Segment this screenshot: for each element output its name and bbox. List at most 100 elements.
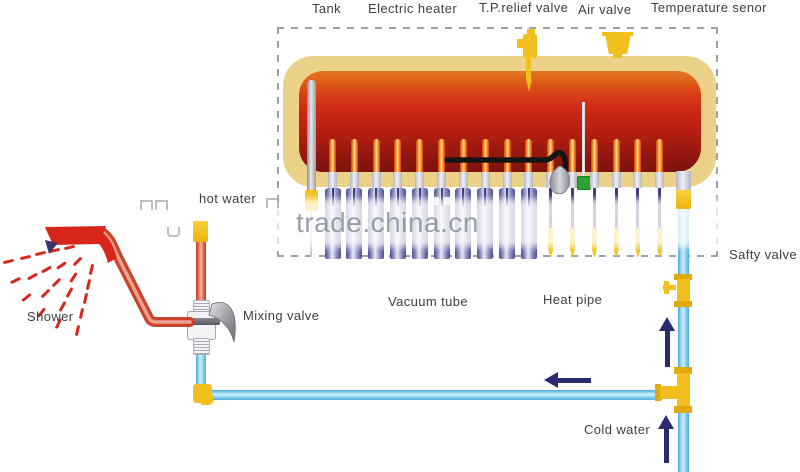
tube-collar <box>393 172 403 188</box>
heat-pipe-condenser <box>394 139 402 173</box>
flow-arrow-up-1 <box>659 317 675 367</box>
heat-pipe-condenser <box>459 139 467 173</box>
spray-drop <box>85 278 92 291</box>
watermark-artifact <box>266 198 279 208</box>
label-tp-relief-valve: T.P.relief valve <box>479 0 569 15</box>
collector-box-border-bottom <box>277 255 718 257</box>
tee-body <box>677 373 690 407</box>
spray-drop <box>55 261 67 271</box>
label-cold-water: Cold water <box>584 422 651 437</box>
flow-arrow-left <box>544 372 591 388</box>
heat-pipe-tip <box>657 228 663 258</box>
spray-drop <box>65 287 74 299</box>
heat-pipe-condenser <box>438 139 446 173</box>
tube-collar <box>655 172 665 188</box>
tube-collar <box>480 172 490 188</box>
label-hot-water: hot water <box>199 191 257 206</box>
tube-collar <box>328 172 337 188</box>
heat-pipe-tip <box>548 228 554 258</box>
collector-box-border-right <box>716 27 718 256</box>
tank-inlet-fitting <box>676 190 691 209</box>
temperature-sensor-bulb <box>577 176 591 190</box>
tee-branch-body <box>660 386 678 399</box>
elbow-fitting-corner <box>201 395 214 405</box>
label-temperature-sensor: Temperature senor <box>651 0 767 15</box>
heat-pipe-condenser <box>612 139 620 173</box>
label-air-valve: Air valve <box>578 2 632 17</box>
label-heat-pipe: Heat pipe <box>543 292 603 307</box>
label-mixing-valve: Mixing valve <box>243 308 320 323</box>
label-shower: Shower <box>27 309 74 324</box>
shower-head <box>45 226 106 245</box>
spray-drop <box>72 256 83 267</box>
spray-drop <box>19 254 32 261</box>
heat-pipe-condenser <box>569 139 577 173</box>
flow-arrow-up-2 <box>658 415 674 463</box>
shower-assembly <box>45 226 195 327</box>
safety-valve-handle-knob <box>664 281 669 294</box>
cold-feed-pipe <box>205 390 662 400</box>
label-vacuum-tube: Vacuum tube <box>388 294 469 309</box>
hot-water-pipe <box>196 240 206 303</box>
collector-box-border-left <box>277 27 279 256</box>
tube-collar <box>633 172 643 188</box>
heat-pipe-condenser <box>503 139 511 173</box>
heat-pipe-tip <box>635 228 641 258</box>
vacuum-tube-heat-pipe <box>506 188 509 206</box>
spray-drop <box>78 307 85 320</box>
mixed-water-down-pipe <box>196 352 206 392</box>
watermark-text: trade.china.cn <box>296 207 479 238</box>
heat-pipe-condenser <box>525 139 533 173</box>
spray-drop <box>51 277 62 288</box>
spray-drop <box>3 258 15 264</box>
spray-drop <box>21 293 32 303</box>
air-valve-body <box>605 34 631 54</box>
vacuum-tube-heat-pipe <box>353 188 356 206</box>
heat-pipe-condenser <box>350 139 358 173</box>
heat-pipe-condenser <box>634 139 642 173</box>
tube-collar <box>524 172 534 188</box>
spray-drop <box>27 272 39 281</box>
heat-pipe-condenser <box>590 139 598 173</box>
tp-relief-valve-body <box>523 34 537 58</box>
watermark-artifact <box>428 197 439 205</box>
tube-collar <box>371 172 381 188</box>
mixing-valve-body <box>187 311 216 340</box>
tube-collar <box>589 172 599 188</box>
safety-valve-flange-bottom <box>674 301 692 307</box>
tank-outlet-collar <box>676 171 691 191</box>
tube-collar <box>349 172 359 188</box>
mixing-valve-bar <box>184 318 220 325</box>
tee-flange-top <box>674 367 692 374</box>
watermark-artifact <box>140 200 153 210</box>
label-tank: Tank <box>312 1 342 16</box>
spray-drop <box>75 324 81 336</box>
label-safety-valve: Safty valve <box>729 247 797 262</box>
spray-drop <box>89 264 95 276</box>
tube-collar <box>611 172 621 188</box>
tee-flange-bottom <box>674 406 692 413</box>
spray-drop <box>40 265 52 274</box>
heat-pipe-condenser <box>481 139 489 173</box>
vacuum-tube-heat-pipe <box>527 188 530 206</box>
tp-relief-valve-spout <box>517 39 524 48</box>
hot-water-fitting <box>193 221 208 242</box>
safety-valve-body <box>677 279 690 302</box>
air-valve-stem <box>613 53 622 58</box>
safety-valve-handle <box>663 285 676 290</box>
cold-water-riser-pipe <box>678 207 689 472</box>
vacuum-tube-heat-pipe <box>484 188 487 206</box>
watermark-artifact <box>444 197 455 205</box>
spray-drop <box>34 251 46 257</box>
heat-pipe-condenser <box>656 139 664 173</box>
spray-drop <box>68 272 78 284</box>
collector-box-border-top <box>277 27 718 29</box>
heat-pipe-tip <box>613 228 619 258</box>
watermark-artifact <box>167 227 180 237</box>
heat-pipe-tip <box>570 228 576 258</box>
tp-relief-valve-stem <box>526 57 531 80</box>
spray-drop <box>48 247 61 254</box>
tube-collar <box>546 172 556 188</box>
vacuum-tube-heat-pipe <box>375 188 378 206</box>
